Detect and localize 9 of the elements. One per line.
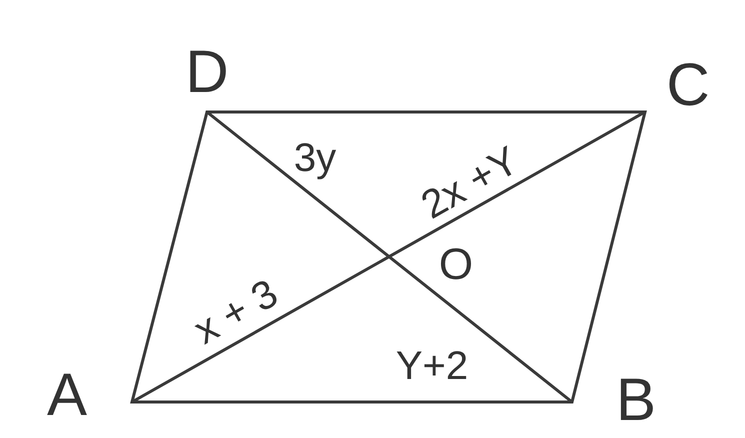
vertex-label: C [666, 55, 710, 115]
vertex-label: B [616, 370, 656, 430]
segment-label: 3y [294, 138, 336, 178]
segment-label: Y+2 [396, 346, 468, 386]
segment-label: 2x +Y [415, 140, 525, 226]
segment-label: x + 3 [188, 272, 284, 352]
center-label: O [438, 243, 474, 287]
vertex-label: A [46, 365, 88, 425]
vertex-label: D [185, 42, 229, 102]
